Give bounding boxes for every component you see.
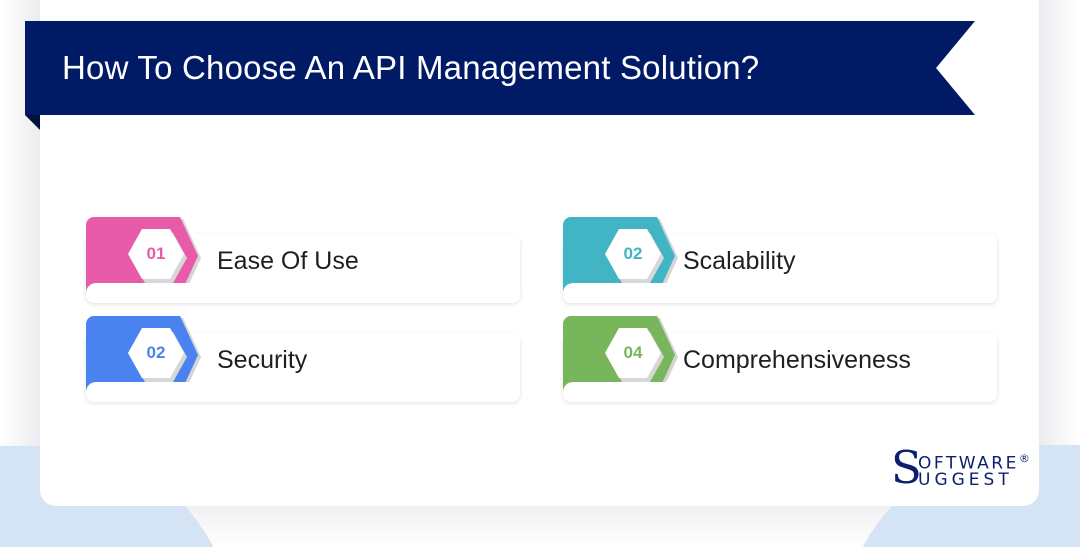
list-item-ease-of-use: 01 Ease Of Use [86,217,520,303]
logo-top-word: oftware [918,453,1019,474]
title-banner: How To Choose An API Management Solution… [25,21,975,115]
logo-bottom-text: uggest [918,470,1013,490]
item-card-footer [86,382,520,402]
item-label: Security [217,346,308,374]
page-title: How To Choose An API Management Solution… [62,49,760,86]
item-label: Scalability [683,247,796,275]
item-label: Ease Of Use [217,247,359,275]
item-card-footer [563,283,997,303]
registered-icon: ® [1018,452,1030,465]
list-item-comprehensiveness: 04 Comprehensiveness [563,316,997,402]
item-label: Comprehensiveness [683,346,911,374]
list-item-security: 02 Security [86,316,520,402]
list-item-scalability: 02 Scalability [563,217,997,303]
item-card-footer [563,382,997,402]
item-card-footer [86,283,520,303]
softwaresuggest-logo: S oftware® uggest [891,445,1031,494]
hexagon-number-badge: 02 [128,328,184,378]
logo-initial: S [891,441,922,494]
logo-top-text: oftware® [918,452,1030,474]
